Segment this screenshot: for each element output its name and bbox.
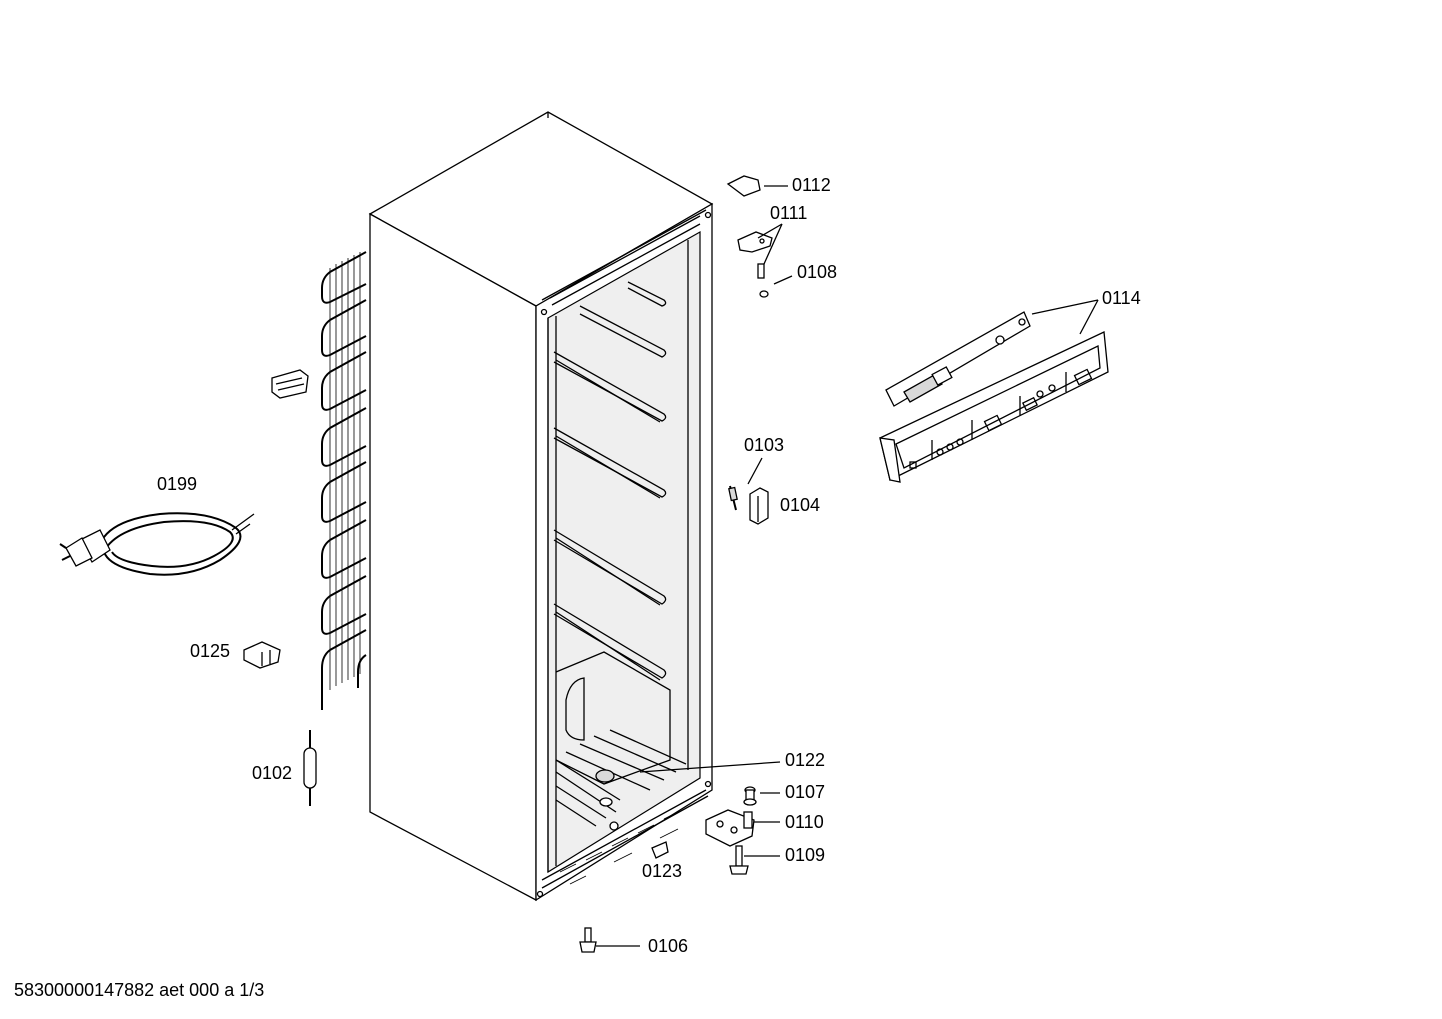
label-0108: 0108 [797, 262, 837, 282]
clip-bracket [271, 369, 309, 399]
bottom-hinge-0110 [705, 809, 755, 847]
cabinet [368, 111, 714, 902]
label-0102: 0102 [252, 763, 292, 783]
condenser-coil [321, 251, 367, 710]
label-0122: 0122 [785, 750, 825, 770]
cover-0104 [749, 487, 769, 525]
label-0109: 0109 [785, 845, 825, 865]
control-panel-0114 [879, 311, 1109, 483]
label-0114: 0114 [1102, 288, 1141, 308]
part-labels: 0112 0111 0108 0114 0103 0104 0199 0125 … [157, 175, 1141, 956]
label-0107: 0107 [785, 782, 825, 802]
label-0199: 0199 [157, 474, 197, 494]
terminal-block-0125 [243, 641, 281, 669]
label-0106: 0106 [648, 936, 688, 956]
cover-cap-0112 [726, 175, 761, 197]
filter-dryer-0102 [303, 730, 317, 806]
evaporator-shelves [553, 281, 687, 827]
clip-0123 [651, 841, 669, 859]
pin-0108 [757, 263, 769, 298]
label-0110: 0110 [785, 812, 824, 832]
bolt-0109 [729, 845, 749, 875]
document-footer-id: 58300000147882 aet 000 a 1/3 [14, 980, 265, 1000]
hinge-0111 [737, 231, 773, 253]
sensor-0103 [728, 485, 738, 511]
label-0123: 0123 [642, 861, 682, 881]
label-0103: 0103 [744, 435, 784, 455]
label-0125: 0125 [190, 641, 230, 661]
power-cord-0199 [59, 512, 255, 576]
label-0111: 0111 [770, 203, 807, 223]
cap-0107 [743, 786, 757, 806]
leader-lines [596, 185, 1099, 947]
foot-0106 [579, 927, 597, 953]
label-0104: 0104 [780, 495, 820, 515]
label-0112: 0112 [792, 175, 831, 195]
